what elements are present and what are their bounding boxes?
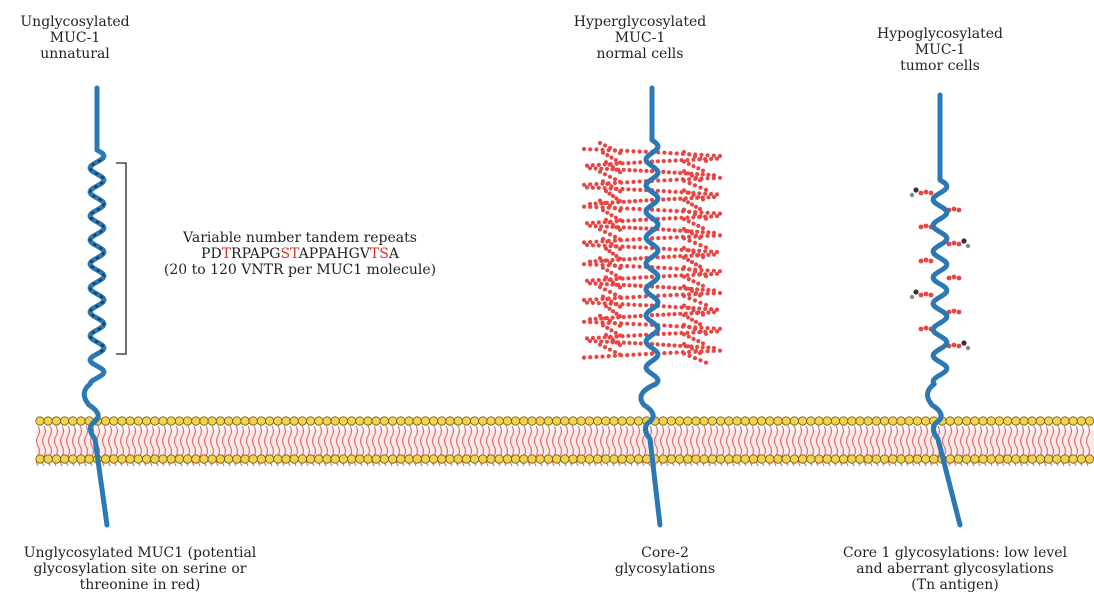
sequence-fragment: A: [389, 246, 399, 262]
left-title: Unglycosylated MUC-1 unnatural: [0, 14, 150, 62]
middle-title: Hyperglycosylated MUC-1 normal cells: [555, 14, 725, 62]
sequence-fragment: PD: [201, 246, 222, 262]
vntr-sequence: PDTRPAPGSTAPPAHGVTSA: [140, 246, 460, 262]
glycosylation-site: T: [222, 246, 231, 262]
glycosylation-site: ST: [280, 246, 298, 262]
vntr-label: Variable number tandem repeats PDTRPAPGS…: [140, 230, 460, 278]
middle-caption: Core-2 glycosylations: [590, 545, 740, 577]
glycosylation-site: TS: [370, 246, 389, 262]
left-caption: Unglycosylated MUC1 (potential glycosyla…: [0, 545, 280, 593]
right-caption: Core 1 glycosylations: low level and abe…: [830, 545, 1080, 593]
sequence-fragment: APPAHGV: [299, 246, 370, 262]
core2-glycan-branches: [582, 141, 722, 365]
vntr-bracket: [116, 163, 126, 354]
sequence-fragment: RPAPG: [231, 246, 280, 262]
right-title: Hypoglycosylated MUC-1 tumor cells: [860, 26, 1020, 74]
